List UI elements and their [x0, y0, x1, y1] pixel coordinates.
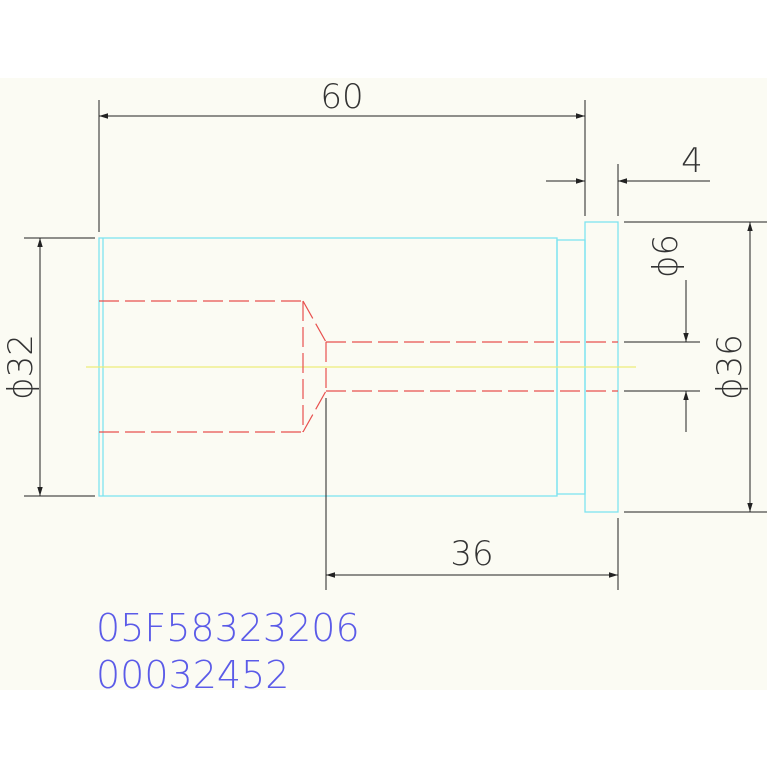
dim-label-overall-length: 60 [320, 77, 363, 117]
cone-top [302, 300, 327, 343]
drawing-sheet [0, 78, 767, 690]
dim-label-bore-depth: 36 [450, 534, 493, 574]
cone-bottom [302, 390, 327, 433]
part-code-line1: 05F58323206 [96, 606, 360, 650]
part-code-line2: 00032452 [96, 653, 289, 697]
dim-label-flange-diameter: ϕ36 [710, 334, 750, 400]
dimension-lines [24, 100, 767, 590]
dim-label-bore-diameter: ϕ6 [646, 234, 686, 278]
dim-label-flange-thickness: 4 [681, 141, 703, 181]
hidden-bore [99, 300, 618, 433]
dim-label-body-diameter: ϕ32 [1, 334, 41, 400]
